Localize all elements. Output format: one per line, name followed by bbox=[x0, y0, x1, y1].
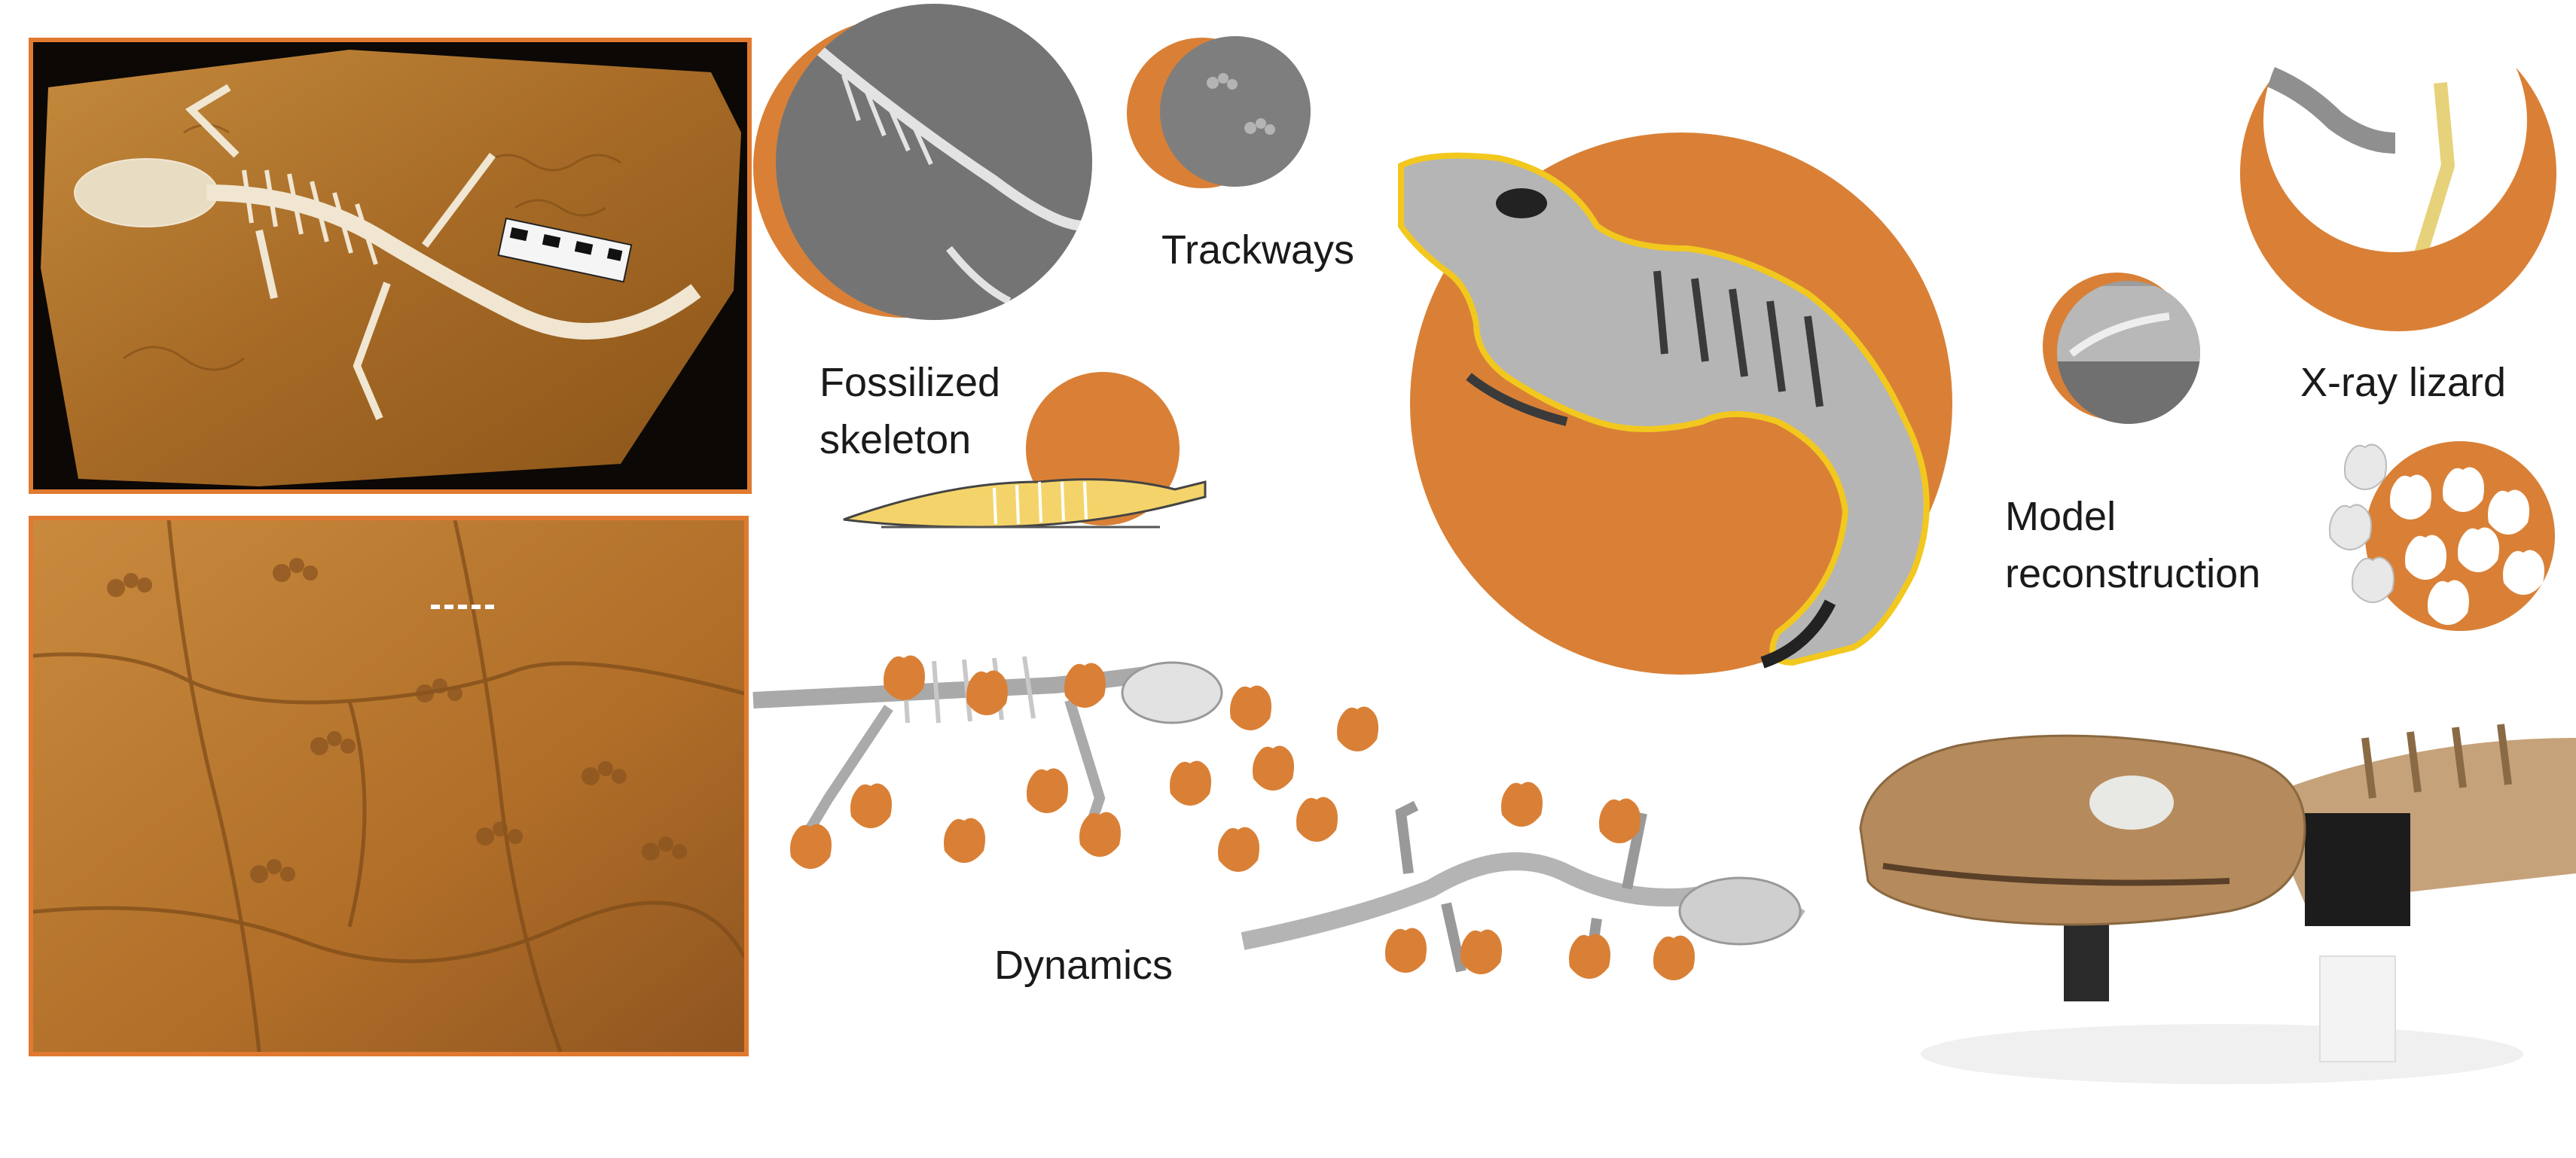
robot-icon bbox=[1859, 724, 2576, 1084]
fossil-footprints bbox=[107, 558, 687, 883]
label-model-reconstruction-line2: reconstruction bbox=[2005, 551, 2261, 596]
trackways-circle bbox=[1127, 36, 1311, 188]
scale-bar-icon bbox=[497, 217, 633, 283]
label-xray-lizard: X-ray lizard bbox=[2300, 360, 2507, 405]
label-trackways: Trackways bbox=[1161, 227, 1355, 273]
footprint-pattern-circle bbox=[2329, 441, 2555, 631]
footprint-icon bbox=[790, 655, 1695, 980]
skeleton-reconstruction-icon bbox=[843, 372, 1207, 529]
scale-bar-dashes bbox=[431, 605, 494, 609]
mud-cracks bbox=[33, 520, 744, 1052]
central-skeleton-circle bbox=[1398, 133, 1952, 675]
trackway-fossil-photo bbox=[29, 516, 749, 1056]
label-fossilized-skeleton-line1: Fossilized bbox=[819, 360, 1001, 405]
label-model-reconstruction-line1: Model bbox=[2005, 494, 2117, 539]
label-fossilized-skeleton-line2: skeleton bbox=[819, 417, 972, 462]
fossil-skeleton-photo-art bbox=[33, 42, 747, 489]
dynamics-skeleton-top bbox=[752, 656, 1223, 846]
model-reconstruction-circle bbox=[2043, 273, 2200, 424]
fossilized-skeleton-circle bbox=[753, 4, 1092, 320]
label-dynamics: Dynamics bbox=[994, 943, 1174, 988]
fossil-skeleton-bones bbox=[74, 84, 701, 420]
xray-lizard-circle bbox=[2240, 0, 2556, 331]
fossil-skeleton-photo bbox=[29, 38, 752, 494]
trackway-fossil-photo-art bbox=[33, 520, 744, 1052]
